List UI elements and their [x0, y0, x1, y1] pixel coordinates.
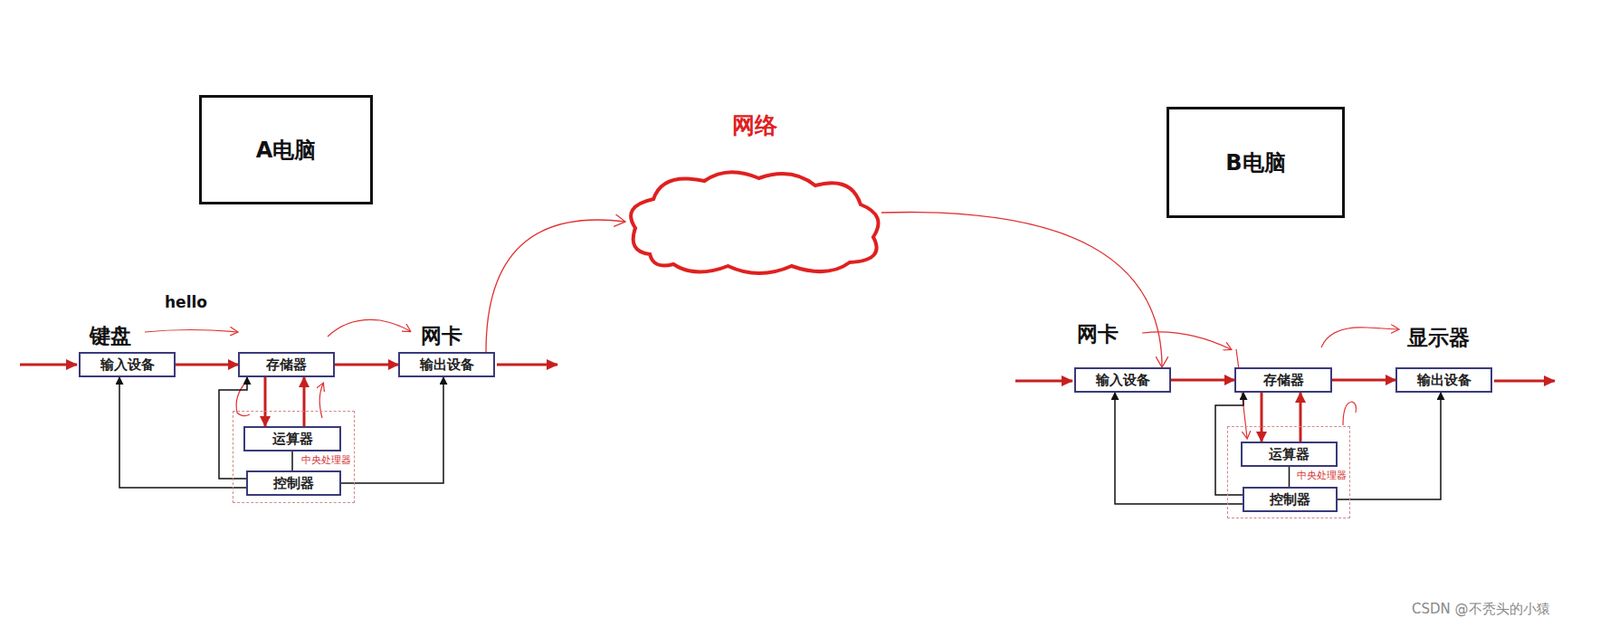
box-text: 控制器 — [273, 475, 315, 493]
hand-arrow — [1321, 327, 1399, 348]
bus-arrow — [1260, 392, 1264, 442]
bus-arrow — [303, 377, 306, 427]
box-text: 控制器 — [1269, 491, 1311, 509]
bus-arrow — [1215, 392, 1244, 496]
alu-box: 运算器 — [1240, 441, 1338, 467]
watermark: CSDN @不秃头的小猿 — [1411, 600, 1551, 619]
network-cloud: 网络 — [622, 168, 886, 276]
box-text: 输入设备 — [100, 356, 155, 374]
output-device-box: 输出设备 — [1395, 367, 1493, 393]
hand-arrow — [1342, 401, 1357, 426]
hand-arrow — [1236, 349, 1248, 439]
hand-arrow — [327, 319, 410, 337]
box-text: 输出设备 — [419, 356, 475, 374]
bus-arrow — [1337, 392, 1441, 500]
hand-arrow — [144, 330, 238, 334]
device-label: 显示器 — [1407, 323, 1470, 353]
network-arrow — [881, 211, 1162, 368]
bus-arrow — [1332, 379, 1396, 382]
flow-arrow — [1494, 380, 1555, 383]
cloud-outline — [622, 168, 886, 276]
bus-arrow — [1114, 392, 1243, 505]
bus-arrow — [341, 377, 444, 484]
bus-arrow — [264, 377, 267, 427]
cpu-label: 中央处理器 — [1295, 468, 1348, 483]
box-text: 运算器 — [272, 430, 314, 448]
box-text: 运算器 — [1268, 446, 1310, 464]
memory-box: 存储器 — [1234, 367, 1333, 393]
bus-arrow — [119, 377, 247, 488]
input-device-box: 输入设备 — [78, 352, 176, 378]
network-arrow — [485, 219, 626, 353]
bus-arrow — [1171, 379, 1235, 382]
flow-arrow — [496, 363, 558, 367]
cpu-region: 中央处理器 运算器控制器 — [232, 410, 355, 504]
bus-arrow — [334, 363, 399, 367]
flow-arrow — [19, 363, 77, 367]
bus-arrow — [1299, 392, 1303, 442]
box-text: B电脑 — [1225, 148, 1286, 178]
alu-box: 运算器 — [243, 426, 342, 452]
input-device-box: 输入设备 — [1074, 367, 1172, 393]
control-unit-box: 控制器 — [246, 470, 342, 496]
cpu-label: 中央处理器 — [300, 453, 353, 467]
device-label: 网卡 — [420, 322, 463, 351]
box-text: A电脑 — [256, 135, 317, 165]
box-text: 存储器 — [266, 356, 307, 374]
flow-arrow — [1015, 380, 1073, 383]
output-device-box: 输出设备 — [398, 352, 496, 378]
box-text: 输入设备 — [1095, 371, 1151, 390]
memory-box: 存储器 — [238, 352, 335, 378]
cpu-region: 中央处理器 运算器控制器 — [1227, 426, 1351, 519]
bus-arrow — [1288, 466, 1291, 487]
hand-arrow — [319, 383, 324, 419]
network-label: 网络 — [622, 110, 886, 141]
hand-arrow — [1142, 332, 1231, 350]
bus-arrow — [291, 451, 294, 471]
device-label: 网卡 — [1076, 320, 1119, 349]
box-text: 输出设备 — [1417, 371, 1472, 390]
device-label: 键盘 — [89, 322, 132, 351]
box-text: 存储器 — [1263, 371, 1305, 390]
computer-box: B电脑 — [1166, 106, 1345, 219]
bus-arrow — [175, 363, 239, 367]
text-label: hello — [164, 293, 208, 312]
control-unit-box: 控制器 — [1242, 486, 1338, 513]
computer-box: A电脑 — [199, 95, 373, 205]
